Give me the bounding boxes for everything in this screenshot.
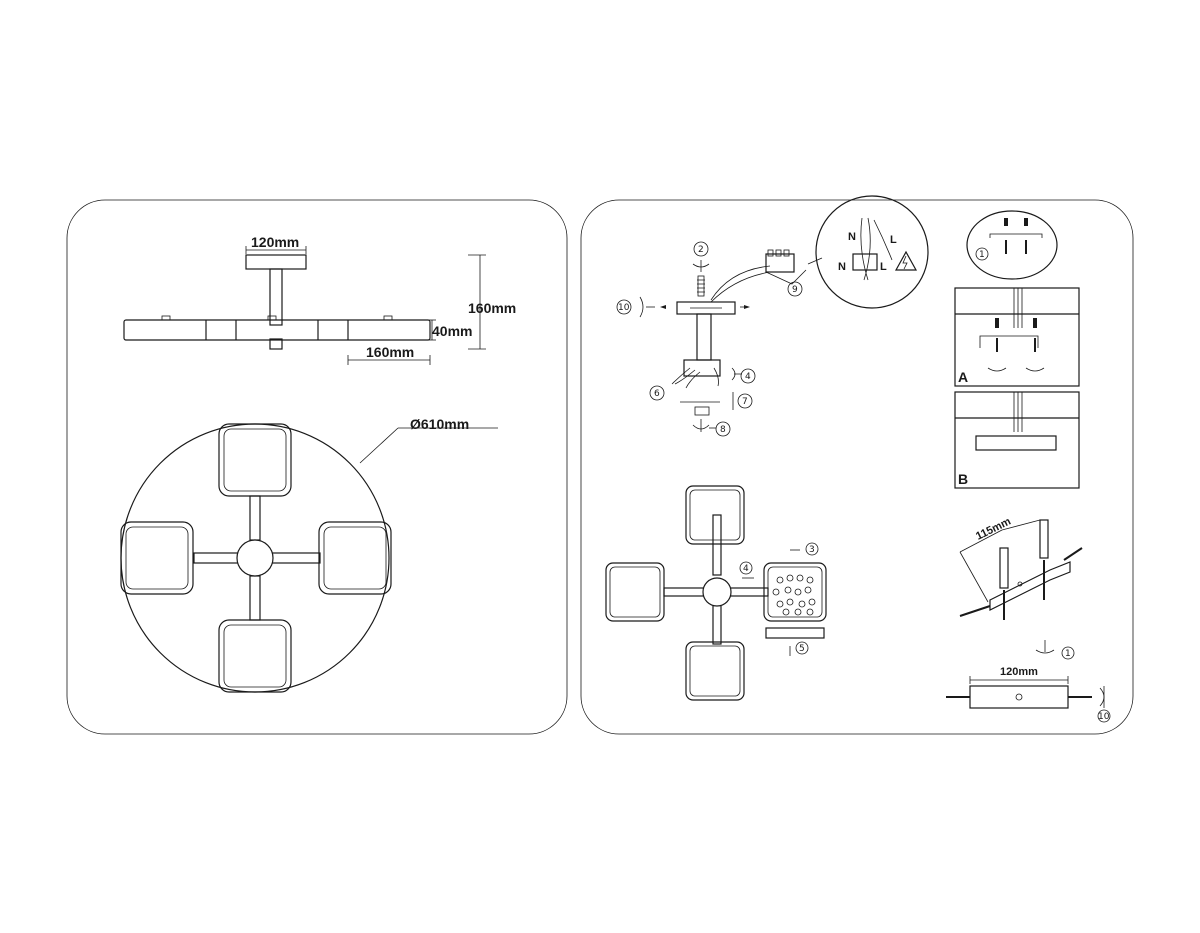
dim-arm-height: 40mm	[432, 323, 472, 339]
svg-text:9: 9	[792, 285, 798, 295]
top-view	[120, 423, 392, 693]
shade-bottom	[218, 619, 292, 693]
step-8-marker	[715, 421, 731, 437]
ceiling-option-a	[954, 287, 1080, 387]
svg-text:8: 8	[720, 425, 726, 435]
wire-n-top: N	[848, 231, 856, 243]
svg-text:4: 4	[743, 564, 749, 574]
svg-text:5: 5	[799, 644, 805, 654]
svg-text:3: 3	[809, 545, 815, 555]
wiring-zoom-circle	[815, 195, 929, 309]
step-5-marker	[795, 641, 809, 655]
svg-text:10: 10	[1098, 712, 1110, 722]
shade-top	[218, 423, 292, 497]
svg-text:10: 10	[618, 303, 630, 313]
dim-diameter: Ø610mm	[410, 416, 469, 432]
wire-l-bottom: L	[880, 261, 887, 273]
terminal-block	[765, 253, 795, 273]
left-panel-frame	[66, 199, 568, 735]
top-view-assembly: 5 3 4	[605, 485, 827, 701]
stem	[269, 268, 283, 326]
right-panel-frame	[580, 199, 1134, 735]
assembly-exploded: 2 10 6 4 7 8	[616, 241, 756, 437]
arm-bar	[123, 319, 431, 341]
step-6-marker	[649, 385, 665, 401]
svg-text:4: 4	[745, 372, 751, 382]
dim-canopy-width: 120mm	[251, 234, 299, 250]
step-10-marker	[616, 299, 632, 315]
ceiling-option-b	[954, 391, 1080, 489]
side-view	[123, 254, 431, 350]
step-1-marker-top: 1	[979, 250, 985, 260]
option-a-label: A	[958, 369, 968, 385]
svg-text:2: 2	[698, 245, 704, 255]
step-10b-marker	[1097, 709, 1111, 723]
shade-left	[120, 521, 194, 595]
step-7-marker	[737, 393, 753, 409]
plate-bottom: 10	[946, 676, 1111, 723]
hub	[236, 539, 274, 577]
svg-text:7: 7	[742, 397, 748, 407]
dim-arm-length: 160mm	[366, 344, 414, 360]
step-4b-marker	[739, 561, 753, 575]
warning-icon	[894, 250, 918, 271]
wiring-detail: 9	[710, 195, 929, 309]
step-9-marker	[787, 281, 803, 297]
screw-detail: 1	[966, 210, 1058, 280]
step-1-marker-bracket	[1061, 646, 1075, 660]
shade-right	[318, 521, 392, 595]
step-3-marker	[805, 542, 819, 556]
dimension-lines-side	[245, 246, 498, 464]
step-4-marker	[740, 368, 756, 384]
step-2-marker	[693, 241, 709, 257]
option-b-label: B	[958, 471, 968, 487]
dim-bracket-spacing: 115mm	[974, 515, 1013, 542]
dim-plate-width: 120mm	[1000, 666, 1038, 678]
svg-text:6: 6	[654, 389, 660, 399]
junction-box	[683, 359, 721, 377]
canopy	[245, 254, 307, 270]
svg-text:1: 1	[1065, 649, 1071, 659]
stem-bottom	[269, 338, 283, 350]
wire-l-top: L	[890, 234, 897, 246]
bracket-mount: 1	[959, 519, 1083, 660]
dim-total-height: 160mm	[468, 300, 516, 316]
wire-n-bottom: N	[838, 261, 846, 273]
